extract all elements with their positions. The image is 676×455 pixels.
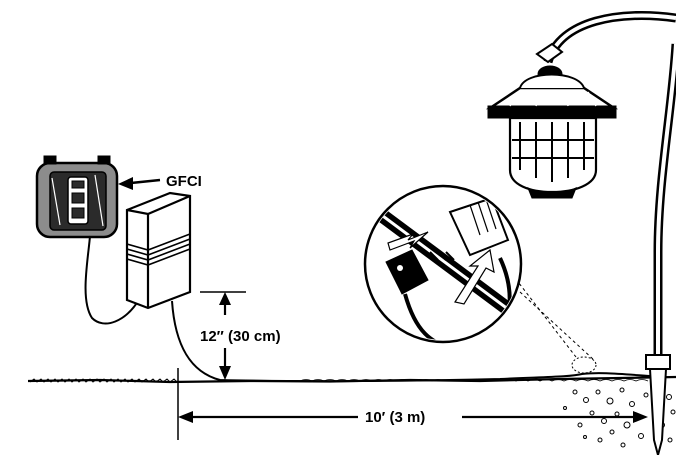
low-voltage-cable <box>171 300 651 383</box>
gravel <box>563 387 676 448</box>
gfci-label: GFCI <box>166 173 202 190</box>
height-dimension-label: 12″ (30 cm) <box>200 328 281 345</box>
height-dimension <box>200 291 246 380</box>
gfci-pointer-arrow <box>118 177 161 190</box>
distance-dimension-label: 10′ (3 m) <box>365 409 425 426</box>
lamp-icon <box>485 11 676 455</box>
gfci-outlet-icon <box>35 155 119 239</box>
transformer-icon <box>125 191 192 310</box>
outlet-cord <box>84 235 141 325</box>
distance-dimension <box>177 368 648 440</box>
connector-detail-callout <box>363 184 597 374</box>
